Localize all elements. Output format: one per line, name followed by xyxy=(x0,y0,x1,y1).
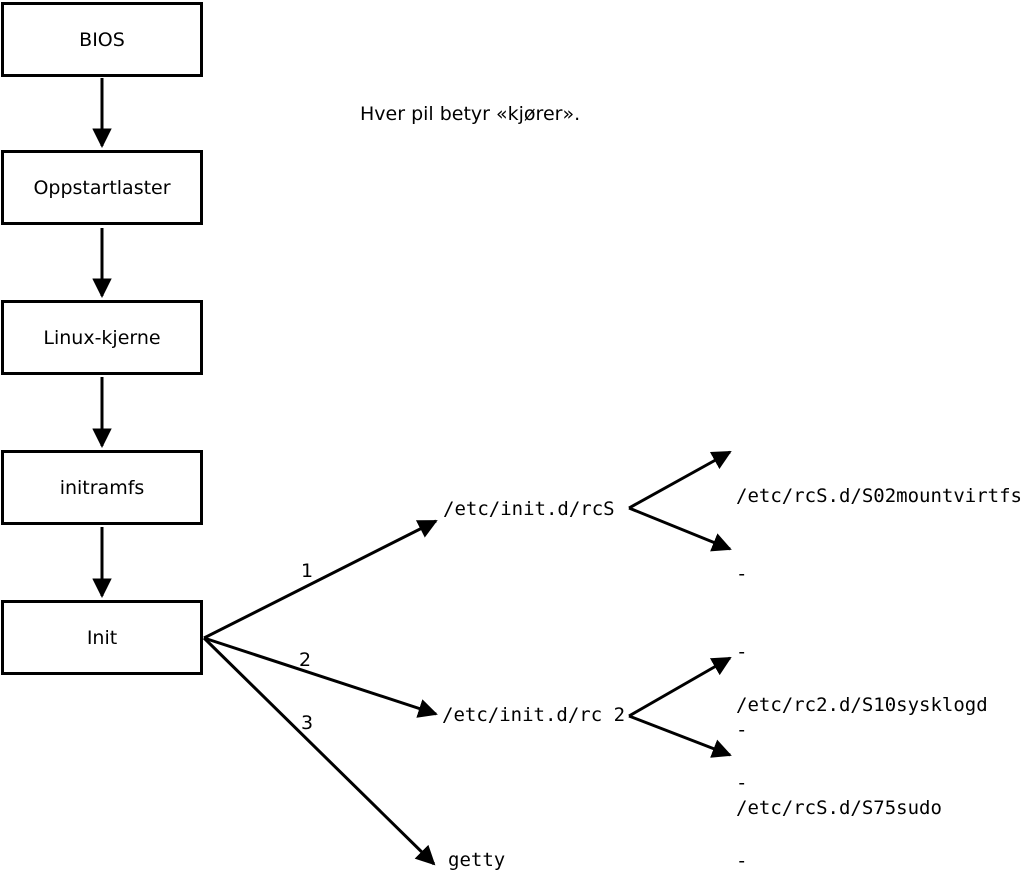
script-list-item: - xyxy=(736,850,748,872)
script-list-item: /etc/rc2.d/S10sysklogd xyxy=(736,694,988,716)
node-label: Init xyxy=(86,626,118,649)
node-init: Init xyxy=(1,600,203,675)
script-list-item: /etc/rcS.d/S75sudo xyxy=(736,797,942,819)
script-list-item: - xyxy=(736,641,748,663)
script-list-item: - xyxy=(736,719,748,741)
arrow-rc2-to-last-script xyxy=(628,714,732,758)
branch-number-3: 3 xyxy=(301,712,314,734)
node-label: initramfs xyxy=(59,476,145,499)
caption-arrow-meaning: Hver pil betyr «kjører». xyxy=(360,103,581,125)
node-linux-kernel: Linux-kjerne xyxy=(1,300,203,375)
node-label: BIOS xyxy=(79,28,125,51)
arrow-rcs-to-last-script xyxy=(628,506,732,552)
script-list-item: - xyxy=(736,772,748,794)
arrow-rc2-to-first-script xyxy=(628,656,732,718)
node-initramfs: initramfs xyxy=(1,450,203,525)
arrow-init-to-getty xyxy=(202,636,436,866)
arrow-rcs-to-first-script xyxy=(628,450,732,510)
rcs-script-list: /etc/rcS.d/S02mountvirtfs - - - /etc/rcS… xyxy=(736,431,1022,873)
node-label: Linux-kjerne xyxy=(43,326,161,349)
node-bios: BIOS xyxy=(1,2,203,77)
node-label: Oppstartlaster xyxy=(33,176,171,199)
script-list-item: /etc/rcS.d/S02mountvirtfs xyxy=(736,485,1022,507)
node-rcs-script: /etc/init.d/rcS xyxy=(443,498,615,520)
arrow-init-to-rcs xyxy=(203,519,438,640)
arrow-init-to-rc2 xyxy=(203,636,438,718)
node-getty: getty xyxy=(448,849,506,871)
branch-number-2: 2 xyxy=(299,649,312,671)
branch-number-1: 1 xyxy=(301,560,314,582)
rc2-script-list: /etc/rc2.d/S10sysklogd - - - /etc/rc2.d/… xyxy=(736,640,988,875)
node-rc2-script: /etc/init.d/rc 2 xyxy=(442,704,626,726)
script-list-item: - xyxy=(736,563,748,585)
node-bootloader: Oppstartlaster xyxy=(1,150,203,225)
